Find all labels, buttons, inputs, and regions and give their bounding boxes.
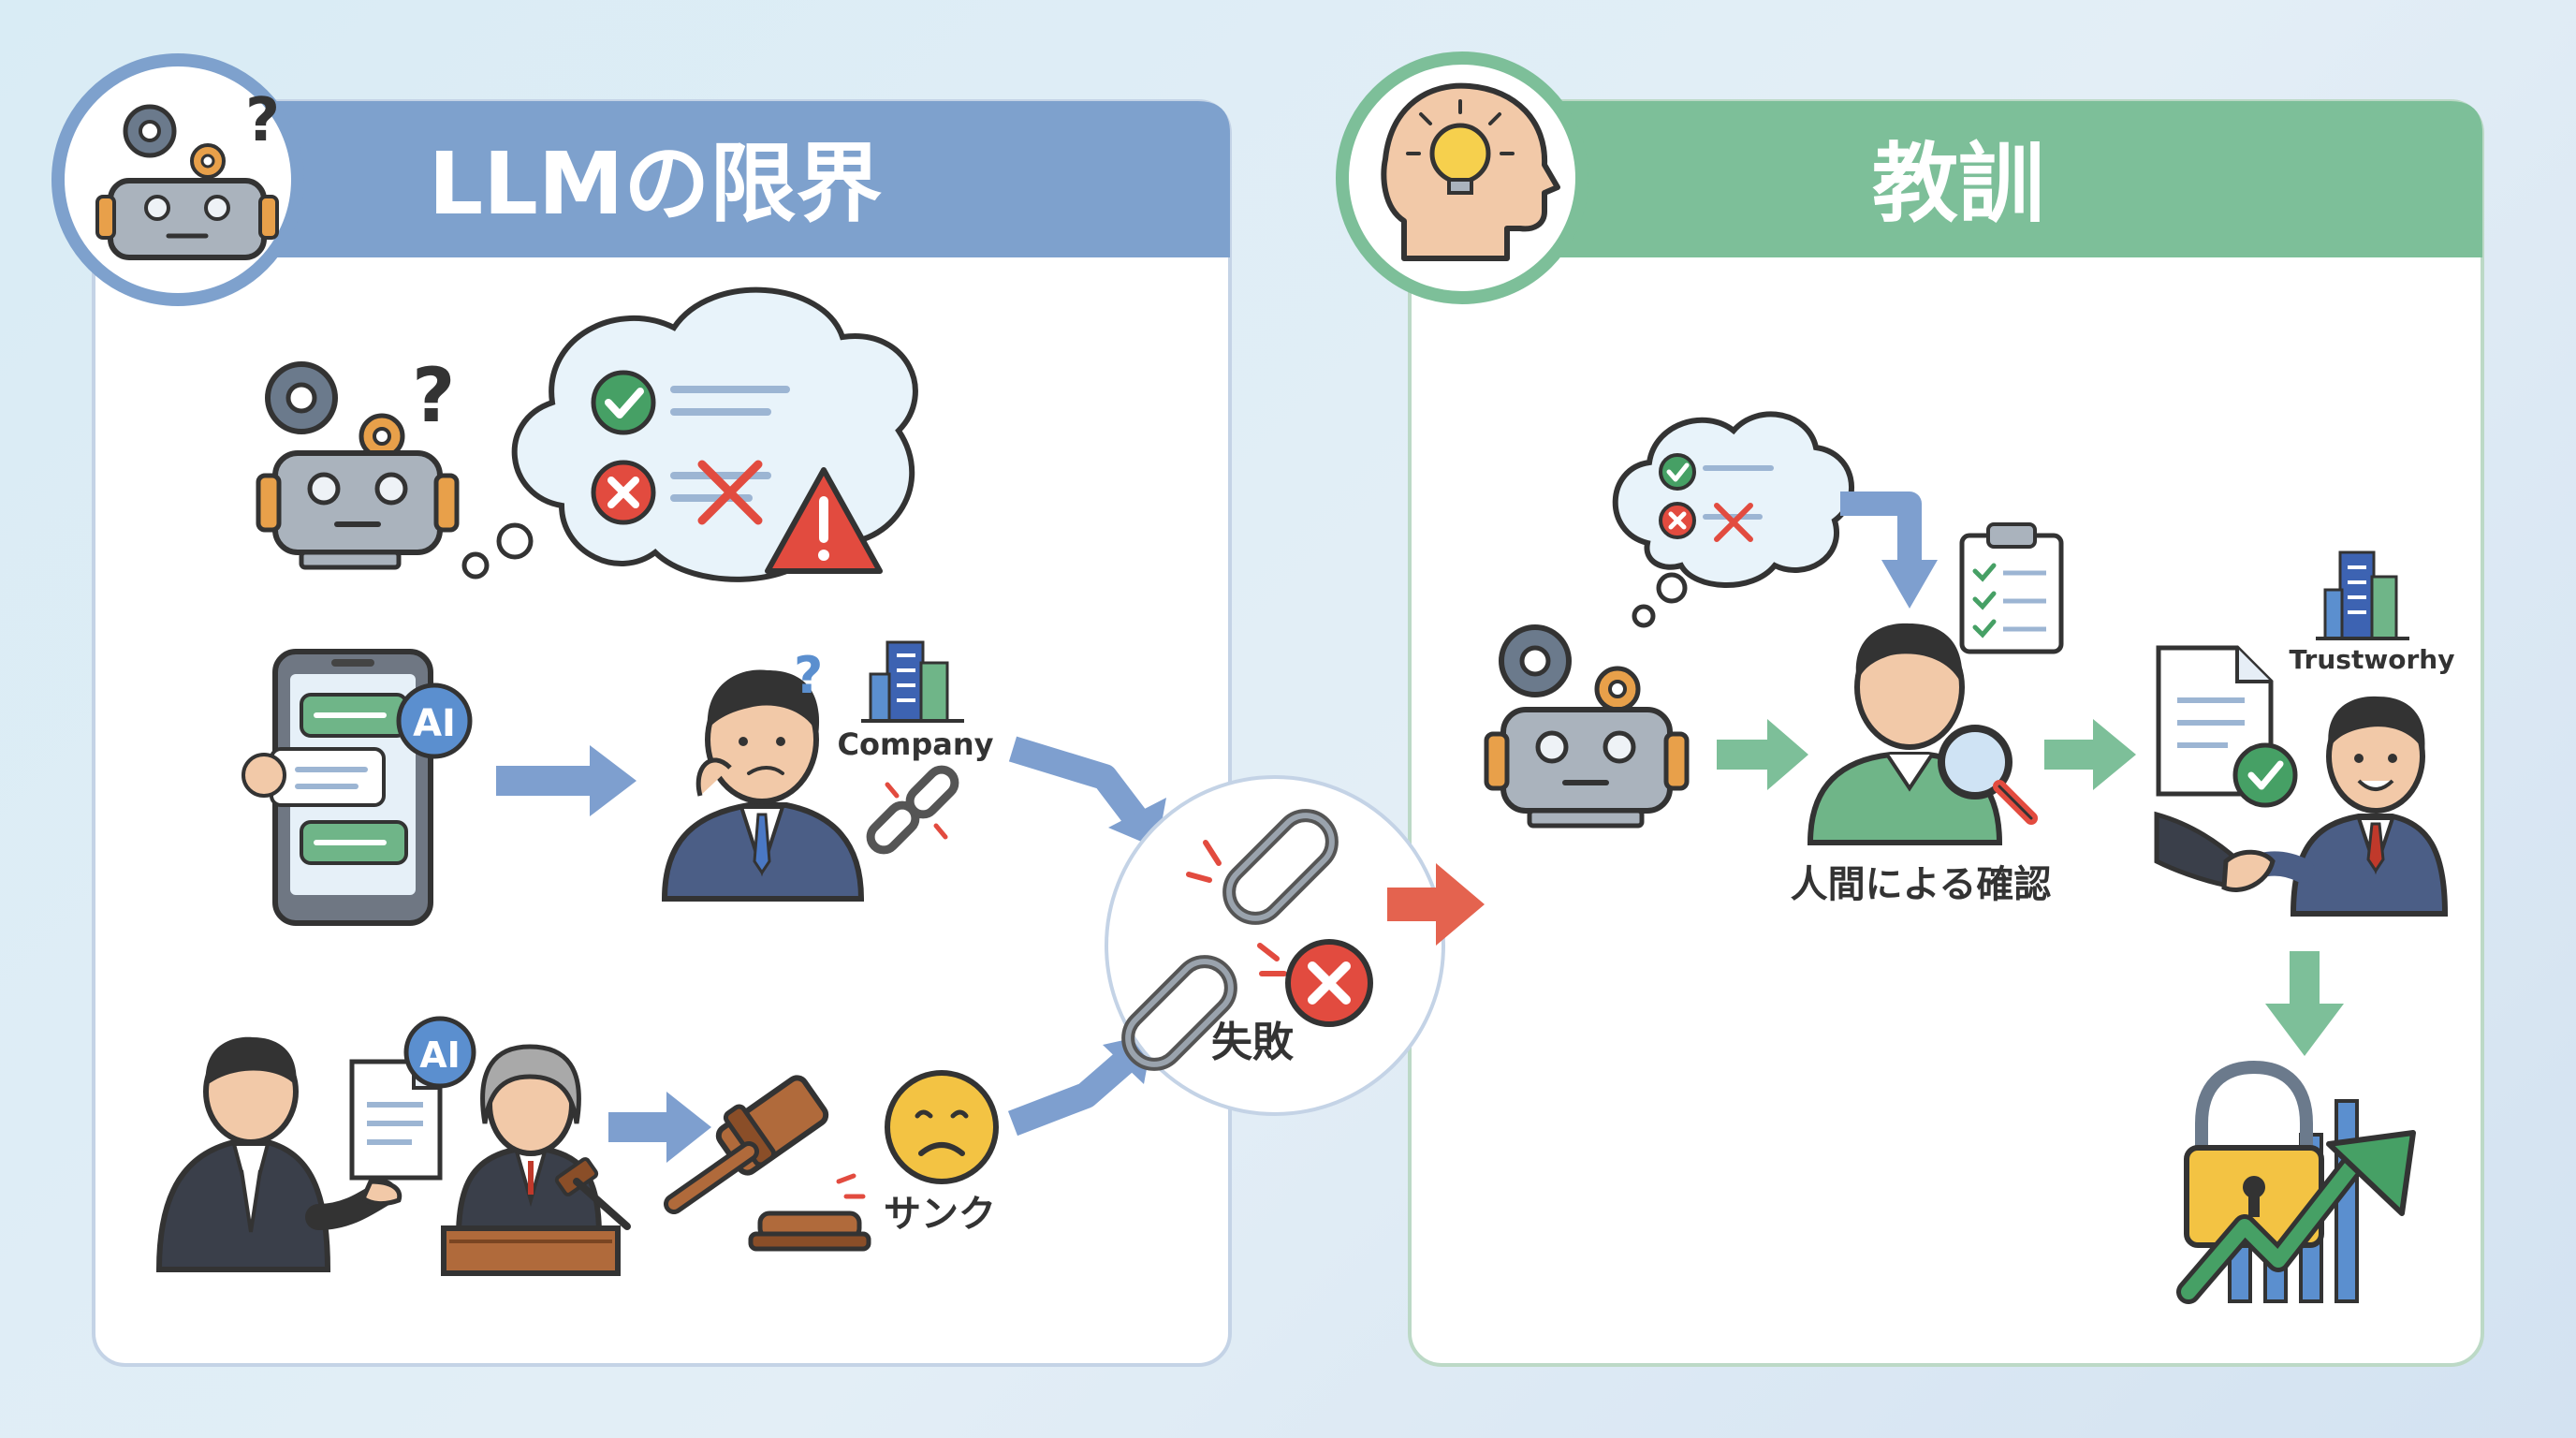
confused-businessman-icon: ? xyxy=(661,646,865,902)
ai-document-badge: AI xyxy=(419,1034,461,1076)
security-growth-icon xyxy=(2176,1060,2416,1304)
gavel-icon xyxy=(664,1075,871,1252)
company-label: Company xyxy=(838,726,994,762)
llm-robot-badge-icon: ? xyxy=(51,53,304,306)
arrow-right-1 xyxy=(496,745,637,816)
arrow-green-2 xyxy=(2044,719,2136,790)
clipboard-checklist-icon xyxy=(1959,522,2064,654)
svg-text:?: ? xyxy=(794,646,823,705)
ai-document-icon: AI xyxy=(349,1016,476,1181)
confused-robot-icon: ? xyxy=(256,352,460,570)
sanction-label: サンク xyxy=(884,1193,996,1236)
smartphone-chat-icon: AI xyxy=(242,649,473,926)
judge-icon xyxy=(441,1044,631,1276)
handshake-businessman-icon xyxy=(2154,696,2449,917)
right-thought-bubble-icon xyxy=(1612,411,1854,628)
right-robot-icon xyxy=(1484,624,1690,829)
warning-triangle-icon xyxy=(765,467,883,574)
verified-document-icon xyxy=(2156,645,2298,808)
left-panel-title: LLMの限界 xyxy=(429,134,883,234)
trust-building-icon xyxy=(2316,550,2409,640)
arrow-green-1 xyxy=(1717,719,1808,790)
error-circle-icon xyxy=(591,460,656,525)
svg-text:?: ? xyxy=(245,86,280,155)
right-panel-header xyxy=(1410,101,2482,257)
arrow-red-to-lessons xyxy=(1387,863,1485,946)
failure-x-icon xyxy=(1285,939,1373,1027)
trustworthy-label: Trustworhy xyxy=(2290,644,2455,675)
sad-face-icon xyxy=(885,1070,999,1184)
lawyer-icon xyxy=(155,1036,402,1272)
cross-mark-icon xyxy=(697,460,763,525)
ai-chat-badge: AI xyxy=(413,702,456,745)
failure-label: 失敗 xyxy=(1211,1019,1295,1066)
check-circle-icon xyxy=(591,370,656,435)
company-building-icon xyxy=(861,640,964,723)
left-panel-header xyxy=(94,101,1230,257)
svg-text:?: ? xyxy=(412,352,455,439)
broken-link-small-icon xyxy=(866,765,959,855)
human-reviewer-icon xyxy=(1807,623,2038,845)
arrow-green-down xyxy=(2265,951,2344,1056)
failure-bubble: 失敗 xyxy=(1105,775,1445,1116)
arrow-down-bend xyxy=(1840,492,1938,609)
human-check-label: 人間による確認 xyxy=(1791,863,2052,906)
arrow-right-2 xyxy=(608,1092,711,1163)
lightbulb-head-badge-icon xyxy=(1336,51,1588,304)
right-panel-title: 教訓 xyxy=(1872,134,2044,234)
magnifier-icon xyxy=(1938,725,2038,825)
